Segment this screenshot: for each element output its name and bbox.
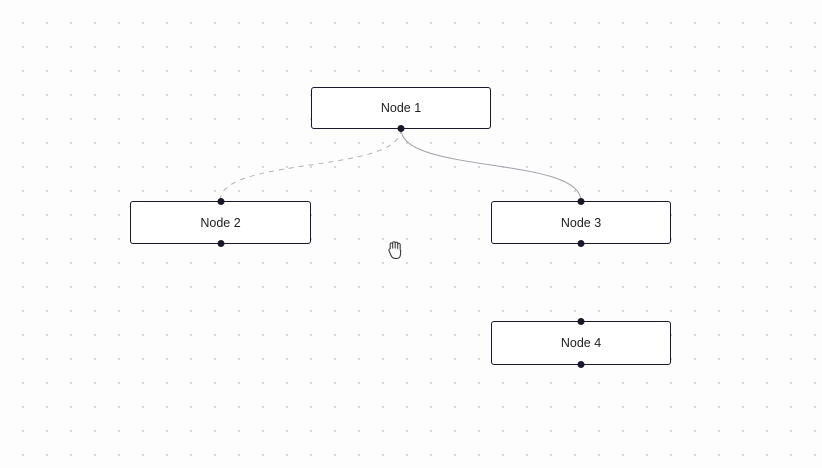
node-1-handle-bottom[interactable] [397,125,405,132]
node-2[interactable]: Node 2 [130,198,311,247]
node-4-label: Node 4 [560,336,602,350]
node-2-handle-bottom[interactable] [217,240,224,247]
node-1-label: Node 1 [380,101,422,115]
node-4[interactable]: Node 4 [491,318,671,368]
node-2-handle-top[interactable] [217,198,224,205]
edge-1-3[interactable] [400,128,582,202]
node-4-handle-top[interactable] [577,318,585,325]
node-3-label: Node 3 [560,215,602,230]
node-1[interactable]: Node 1 [311,87,491,132]
node-3-handle-bottom[interactable] [577,240,585,247]
edge-1-2[interactable] [219,128,402,202]
node-4-handle-bottom[interactable] [577,361,585,368]
grab-hand-cursor [388,241,402,259]
node-3[interactable]: Node 3 [491,198,671,247]
node-3-handle-top[interactable] [577,198,585,205]
node-2-label: Node 2 [200,215,241,230]
